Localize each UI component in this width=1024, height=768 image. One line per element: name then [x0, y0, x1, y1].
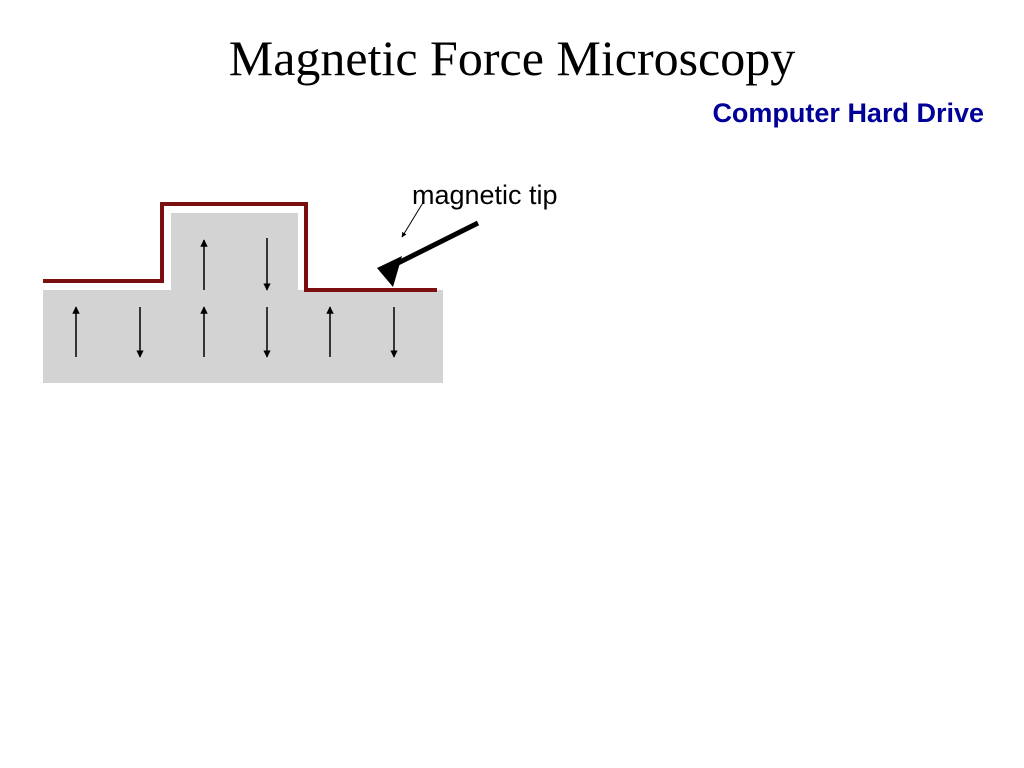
magnetic-tip-label: magnetic tip [412, 180, 558, 210]
scan-trajectory-line [43, 202, 437, 292]
slide-title: Magnetic Force Microscopy [228, 30, 796, 86]
raised-bit-block [171, 213, 298, 291]
slide-subtitle: Computer Hard Drive [712, 98, 984, 128]
tip-label-pointer [401, 200, 425, 238]
substrate-block [43, 290, 443, 383]
magnetic-tip [377, 256, 402, 287]
